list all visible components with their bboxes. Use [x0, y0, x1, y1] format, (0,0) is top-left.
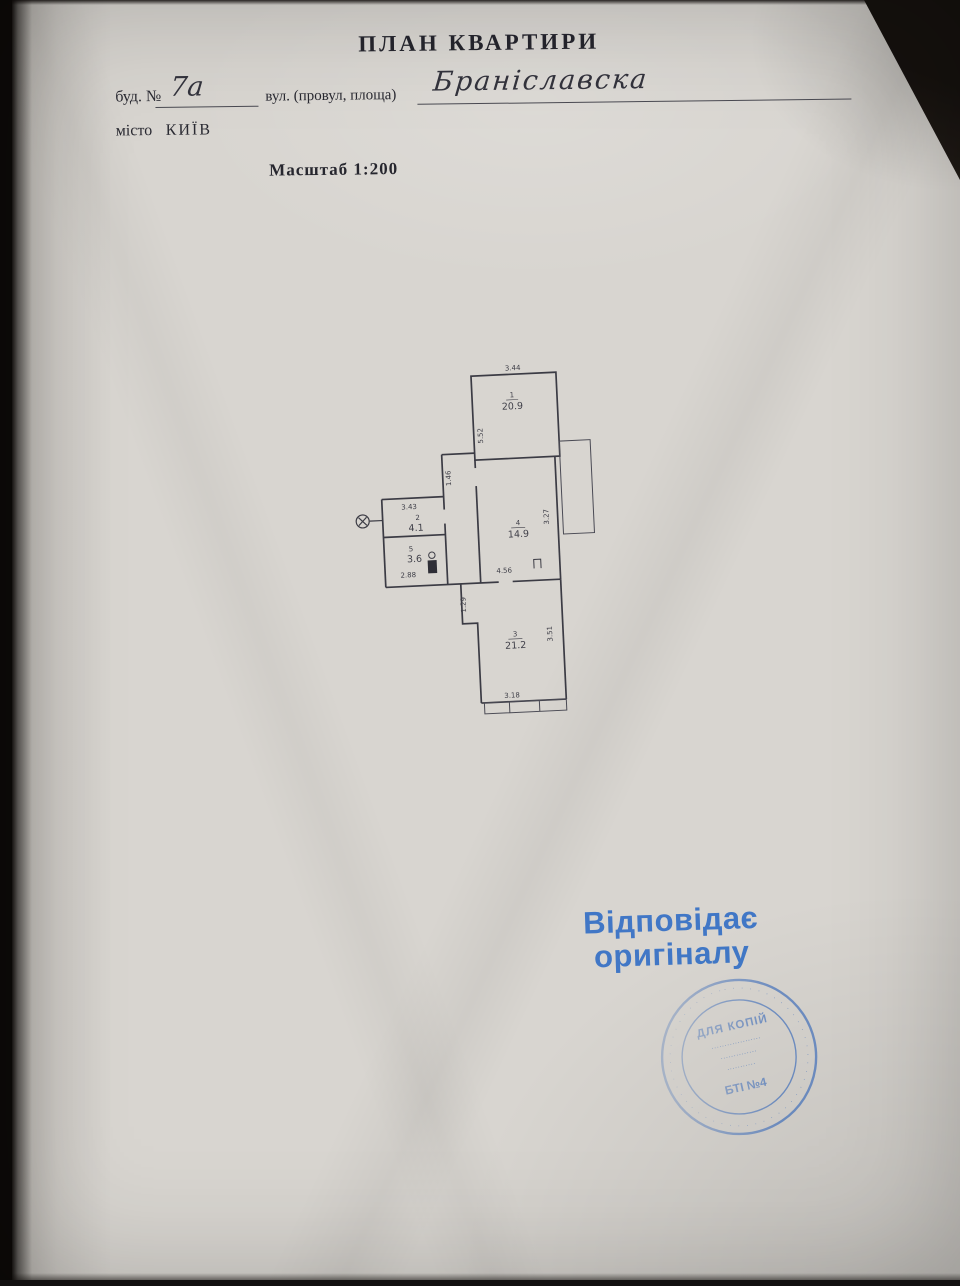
balcony-right [558, 439, 596, 535]
room-1-divider [506, 399, 519, 401]
dim-lower-width: 3.18 [504, 691, 520, 700]
city-value: КИЇВ [165, 121, 213, 139]
dim-notch: 1.29 [459, 597, 468, 613]
room-5-number: 5 [409, 545, 414, 553]
street-value: Браніславска [431, 63, 650, 98]
dim-lower-height: 3.51 [546, 626, 555, 642]
seal-inner-ring [681, 999, 797, 1115]
building-number-underline [155, 105, 259, 108]
meter-symbol [355, 514, 383, 529]
building-number-label: буд. № [115, 87, 162, 106]
plan-walls [380, 371, 568, 704]
page-title: ПЛАН КВАРТИРИ [358, 28, 600, 57]
balcony-bottom [483, 698, 568, 715]
room-3-number: 3 [513, 630, 518, 638]
room-4-area: 14.9 [508, 529, 530, 541]
certification-stamp-text: Відповідає оригіналу [583, 900, 760, 975]
door-symbol [533, 558, 542, 569]
room-4-divider [511, 527, 526, 529]
toilet-symbol [427, 551, 438, 574]
floor-plan: 3.44 5.52 1.46 3.43 2.88 3.27 4.56 1.29 … [355, 364, 596, 715]
photo-bottom-edge [12, 1273, 960, 1280]
photo-left-edge [0, 0, 32, 1280]
room-5-area: 3.6 [407, 554, 423, 566]
seal-outer-ring [660, 978, 818, 1136]
room-4-number: 4 [516, 519, 521, 527]
room-2-number: 2 [415, 514, 420, 522]
dim-bath-width: 2.88 [400, 571, 416, 580]
photo-top-edge [12, 0, 870, 5]
dim-mid-height: 3.27 [542, 509, 551, 525]
plan-door-openings [442, 468, 513, 584]
scale-label: Масштаб 1:200 [269, 159, 399, 180]
document-paper: ПЛАН КВАРТИРИ буд. № 7а вул. (провул, пл… [12, 0, 960, 1280]
room-1-area: 20.9 [502, 401, 524, 413]
street-label: вул. (провул, площа) [265, 87, 397, 105]
room-3-divider [508, 638, 523, 640]
round-seal: · · · · · · · · · · · · · · · · · · · · … [639, 957, 825, 1147]
city-label: місто [115, 122, 153, 140]
document-content: ПЛАН КВАРТИРИ буд. № 7а вул. (провул, пл… [4, 0, 960, 1286]
dim-hall-top: 3.43 [401, 503, 417, 512]
dim-left-height: 5.52 [476, 428, 485, 444]
room-1-number: 1 [510, 391, 515, 399]
room-2-area: 4.1 [408, 523, 424, 535]
street-underline [417, 98, 852, 105]
seal-bottom-text: БТІ №4 [724, 1075, 769, 1098]
certification-line-2: оригіналу [593, 934, 750, 975]
dim-mid-width: 4.56 [496, 566, 512, 575]
dim-corridor: 1.46 [444, 470, 453, 486]
room-3-area: 21.2 [505, 640, 527, 652]
building-number-value: 7а [168, 71, 205, 103]
dim-top-width: 3.44 [505, 364, 521, 373]
